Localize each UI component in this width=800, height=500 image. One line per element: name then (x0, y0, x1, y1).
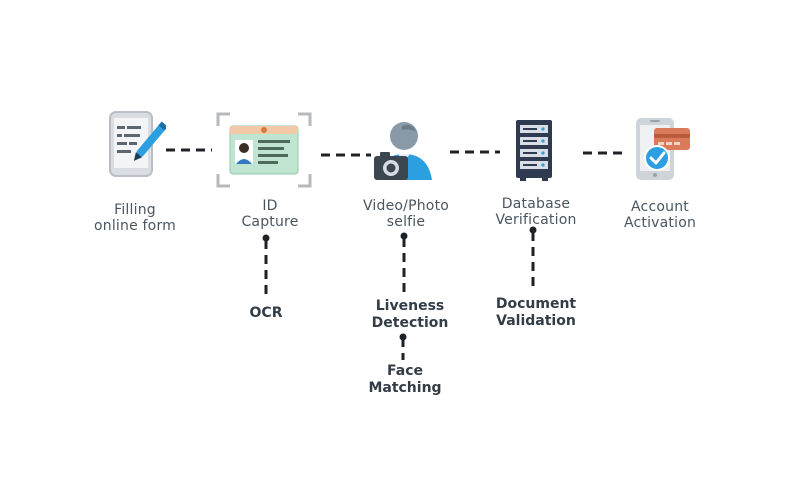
dot-ocr (262, 234, 270, 242)
step-label-selfie: Video/Photo selfie (362, 198, 450, 230)
phone-check-icon (636, 118, 690, 180)
sub-label-liveness: Liveness Detection (371, 298, 449, 331)
step-label-id: ID Capture (241, 198, 299, 230)
id-card-icon (216, 112, 312, 188)
step-label-account: Account Activation (623, 199, 697, 231)
dot-liveness (400, 232, 408, 240)
sub-label-ocr: OCR (249, 305, 283, 321)
step-label-db: Database Verification (495, 196, 577, 228)
step-label-form: Filling online form (94, 202, 176, 234)
sub-label-document: Document Validation (495, 296, 577, 329)
server-icon (516, 120, 552, 181)
form-icon (109, 111, 166, 177)
sub-label-face: Face Matching (368, 363, 442, 396)
dot-document (529, 226, 537, 234)
dot-face (399, 333, 407, 341)
selfie-camera-icon (374, 122, 432, 180)
